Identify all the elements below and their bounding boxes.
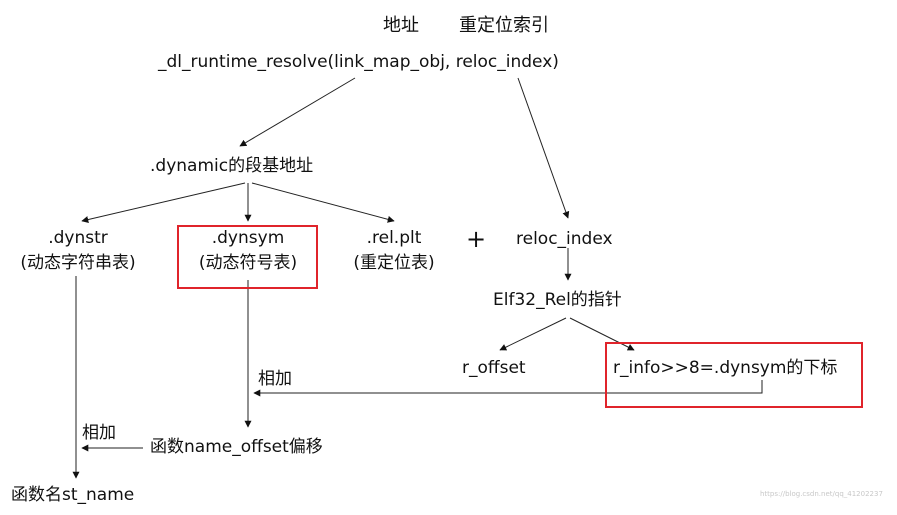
dynsym-highlight-box xyxy=(177,225,318,289)
reloc-index-label: reloc_index xyxy=(516,229,613,249)
r-info-highlight-box xyxy=(605,342,863,408)
dynstr-desc-label: (动态字符串表) xyxy=(20,253,136,273)
arrow-r-info-to-dynsym-line xyxy=(253,380,763,397)
relplt-label: .rel.plt xyxy=(366,228,422,248)
relplt-desc-label: (重定位表) xyxy=(353,253,435,273)
r-offset-label: r_offset xyxy=(462,358,526,378)
arrow-dynamic-to-relplt xyxy=(251,182,395,223)
arrow-resolve-to-dynamic xyxy=(239,77,356,147)
r-info-label: r_info>>8=.dynsym的下标 xyxy=(613,358,838,378)
elf-rel-ptr-label: Elf32_Rel的指针 xyxy=(493,290,622,310)
arrow-elf-rel-to-r-info xyxy=(569,317,635,351)
reloc-index-header-label: 重定位索引 xyxy=(459,15,549,36)
addr-label: 地址 xyxy=(383,15,419,36)
resolve-call-label: _dl_runtime_resolve(link_map_obj, reloc_… xyxy=(158,52,559,72)
watermark: https://blog.csdn.net/qq_41202237 xyxy=(760,490,883,498)
dynsym-label: .dynsym xyxy=(211,228,285,248)
arrow-dynamic-to-dynstr xyxy=(81,182,246,223)
dynamic-base-label: .dynamic的段基地址 xyxy=(150,156,314,176)
dynstr-label: .dynstr xyxy=(48,228,108,248)
name-offset-label: 函数name_offset偏移 xyxy=(150,437,323,457)
add-label-upper: 相加 xyxy=(258,369,292,389)
plus-sign: + xyxy=(466,225,487,253)
arrow-elf-rel-to-r-offset xyxy=(499,317,567,351)
add-label-lower: 相加 xyxy=(82,423,116,443)
arrow-resolve-to-reloc-index xyxy=(517,77,570,219)
dynsym-desc-label: (动态符号表) xyxy=(198,253,298,273)
st-name-label: 函数名st_name xyxy=(11,485,135,505)
